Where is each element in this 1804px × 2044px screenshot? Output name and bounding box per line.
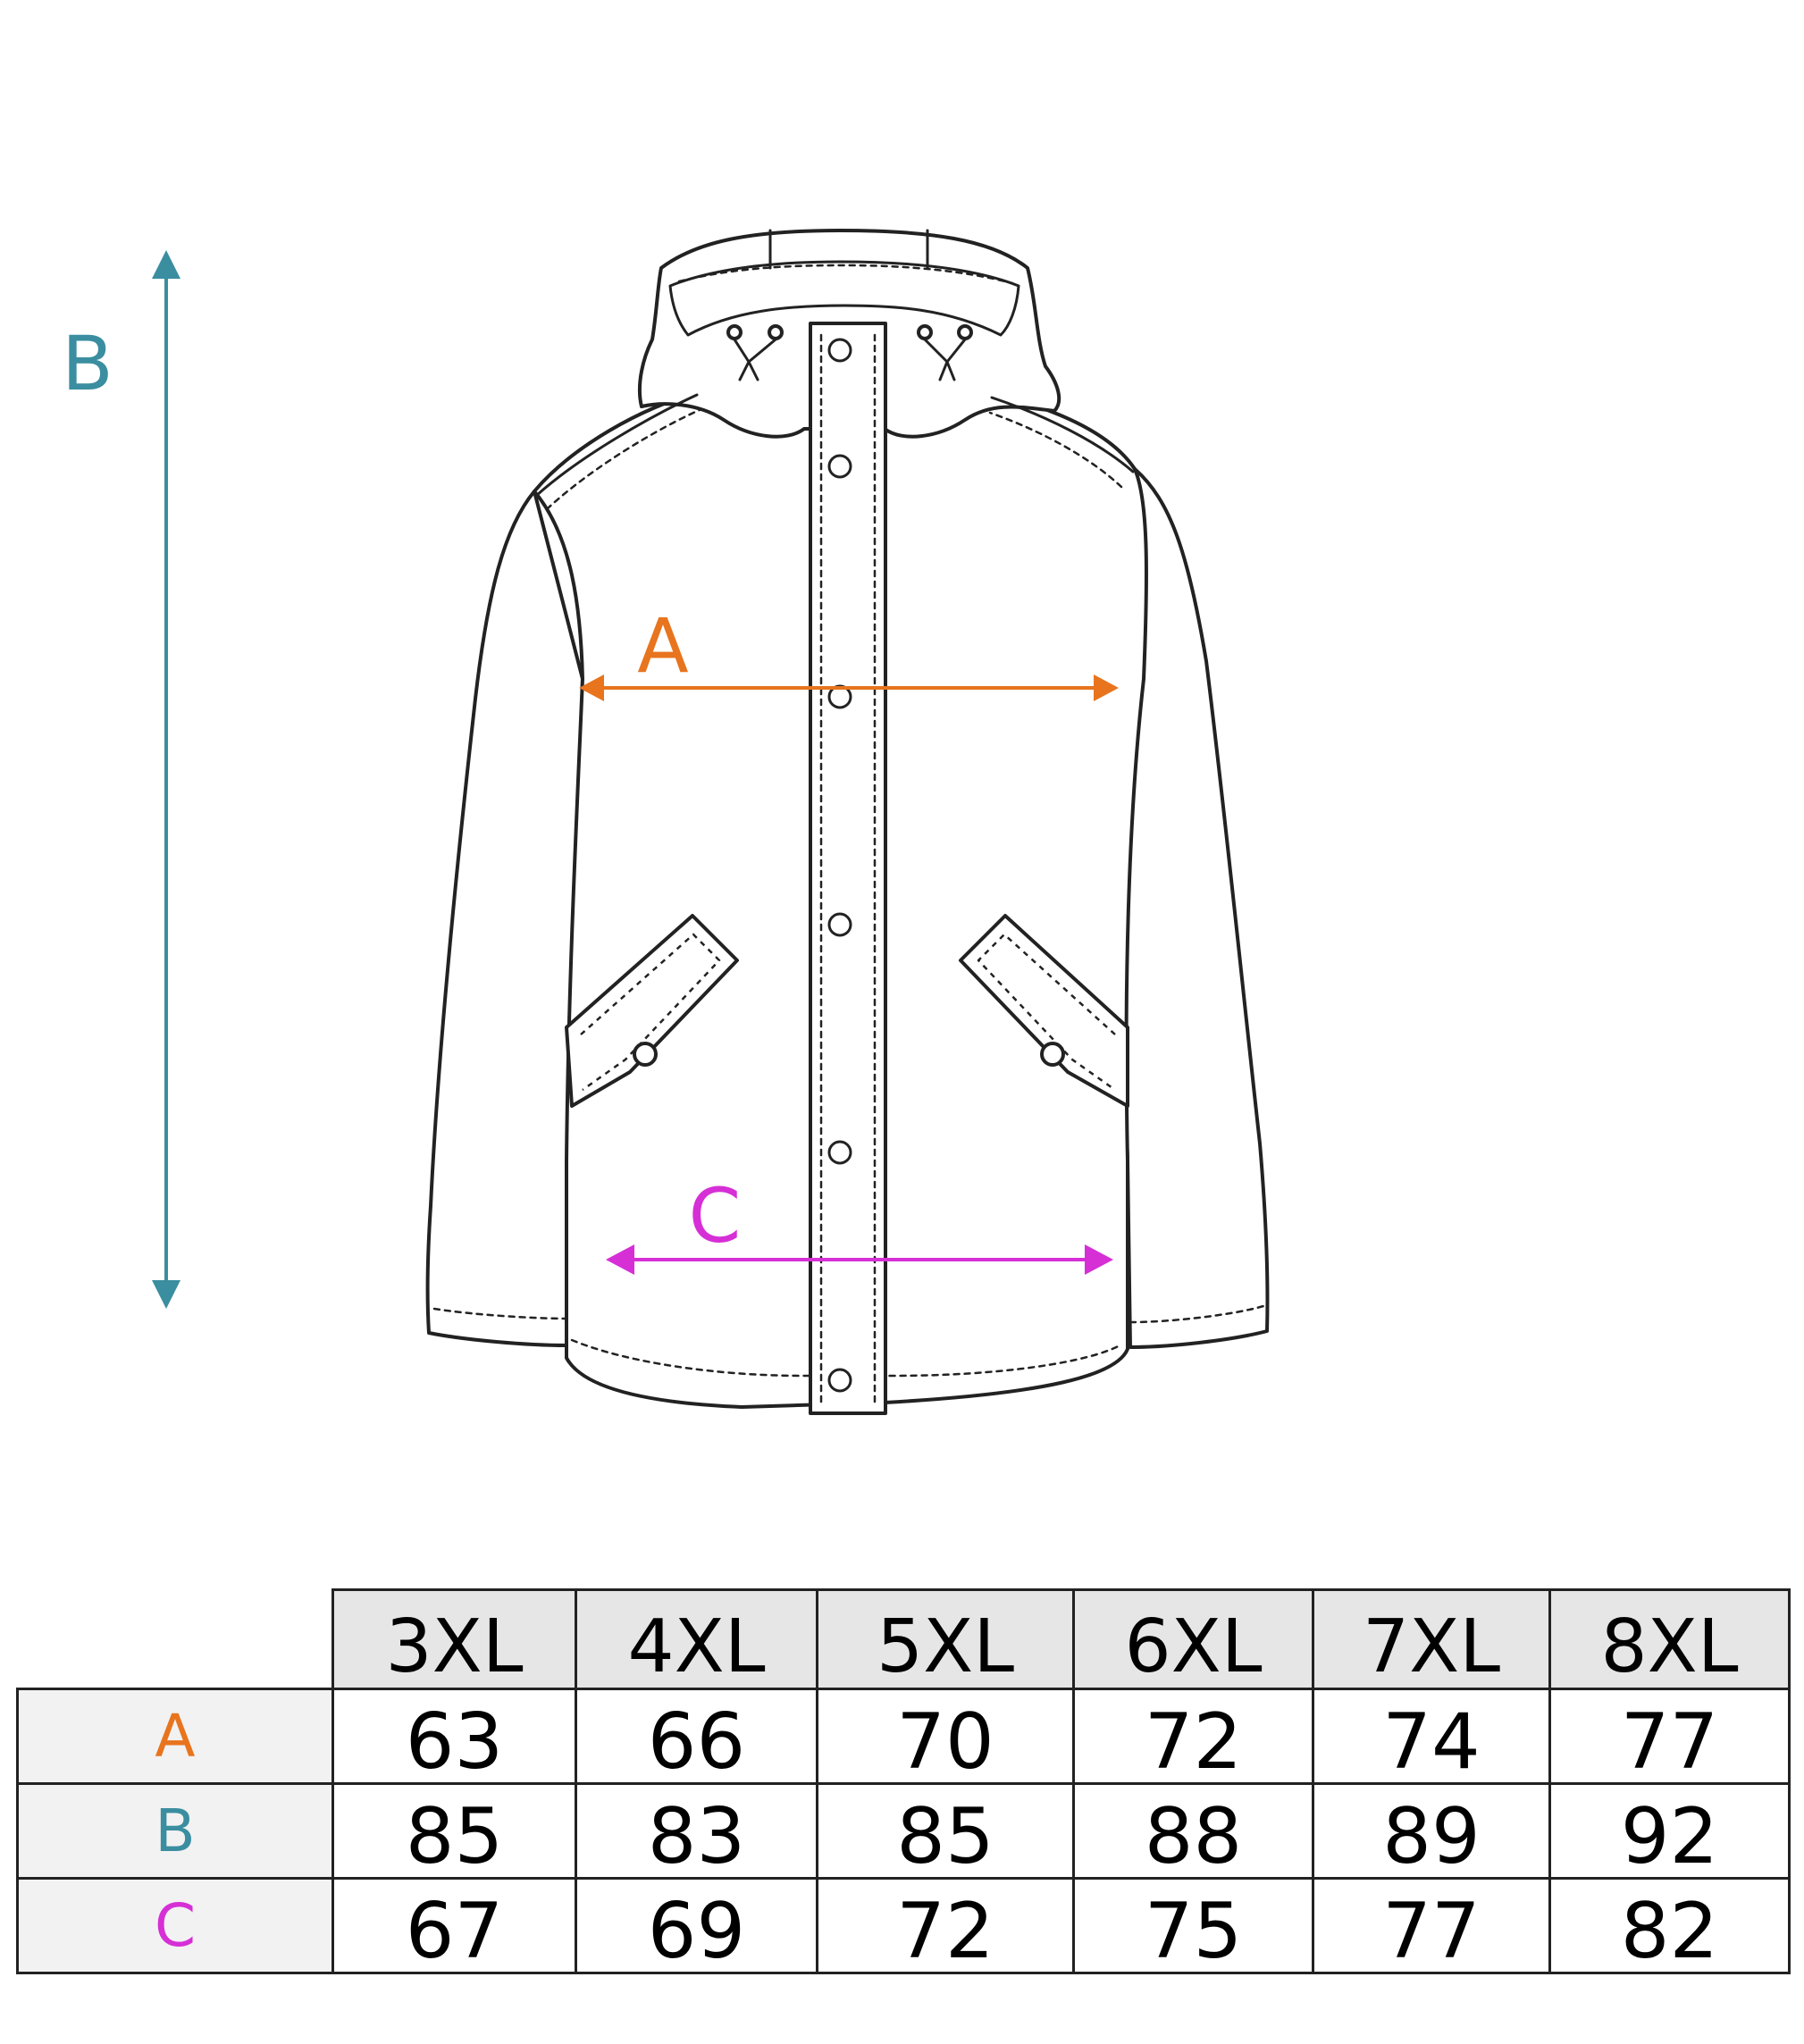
- size-header: 8XL: [1548, 1588, 1791, 1689]
- table-cell: 70: [816, 1688, 1075, 1785]
- table-row: A 63 66 70 72 74 77: [16, 1688, 1791, 1785]
- table-row: B 85 83 85 88 89 92: [16, 1782, 1791, 1880]
- size-header: 3XL: [331, 1588, 577, 1689]
- size-header: 6XL: [1072, 1588, 1314, 1689]
- table-corner: [17, 1589, 333, 1689]
- table-cell: 85: [816, 1782, 1075, 1880]
- table-cell: 83: [575, 1782, 818, 1880]
- table-cell: 77: [1548, 1688, 1791, 1785]
- jacket-drawing: [425, 229, 1270, 1415]
- table-cell: 85: [331, 1782, 577, 1880]
- label-b: B: [62, 320, 113, 407]
- left-pocket-flap: [565, 914, 739, 1108]
- measure-arrow-a: [579, 674, 1119, 701]
- jacket-measurement-diagram: A B C: [62, 229, 1270, 1415]
- row-label-b: B: [16, 1782, 334, 1880]
- table-cell: 69: [575, 1877, 818, 1974]
- measure-arrow-b: [152, 250, 180, 1309]
- table-cell: 67: [331, 1877, 577, 1974]
- label-c: C: [689, 1172, 742, 1260]
- label-a: A: [637, 602, 688, 690]
- size-header: 7XL: [1312, 1588, 1551, 1689]
- table-cell: 66: [575, 1688, 818, 1785]
- table-cell: 72: [1072, 1688, 1314, 1785]
- pocket-flaps: [565, 914, 1129, 1108]
- measure-arrow-c: [606, 1244, 1113, 1275]
- table-cell: 63: [331, 1688, 577, 1785]
- table-row: C 67 69 72 75 77 82: [16, 1877, 1791, 1974]
- table-cell: 77: [1312, 1877, 1551, 1974]
- table-cell: 74: [1312, 1688, 1551, 1785]
- table-cell: 75: [1072, 1877, 1314, 1974]
- row-label-a: A: [16, 1688, 334, 1785]
- size-table: 3XL 4XL 5XL 6XL 7XL 8XL A 63 66 70 72 74…: [16, 1588, 1791, 1974]
- size-header: 5XL: [816, 1588, 1075, 1689]
- table-cell: 72: [816, 1877, 1075, 1974]
- size-header: 4XL: [575, 1588, 818, 1689]
- table-cell: 82: [1548, 1877, 1791, 1974]
- snap-buttons: [827, 338, 852, 1393]
- row-label-c: C: [16, 1877, 334, 1974]
- left-sleeve: [425, 490, 584, 1347]
- right-pocket-flap: [959, 914, 1129, 1108]
- table-cell: 88: [1072, 1782, 1314, 1880]
- table-cell: 92: [1548, 1782, 1791, 1880]
- size-header-row: 3XL 4XL 5XL 6XL 7XL 8XL: [17, 1588, 1791, 1689]
- table-cell: 89: [1312, 1782, 1551, 1880]
